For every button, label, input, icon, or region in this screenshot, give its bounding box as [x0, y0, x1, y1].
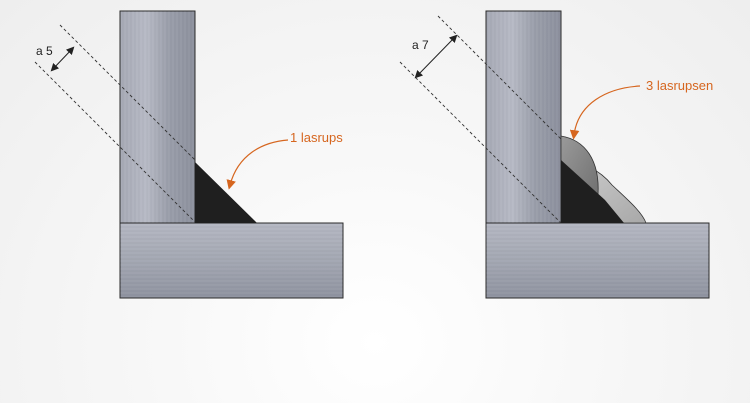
throat-dimension-arrow [50, 46, 75, 72]
throat-dimension-arrow [414, 34, 458, 79]
throat-guide-line [59, 24, 196, 161]
throat-guide-line [399, 61, 562, 224]
throat-guide-line [437, 15, 562, 140]
throat-label: a 5 [36, 44, 53, 58]
callout-label: 1 lasrups [290, 130, 343, 145]
diagram-a7: a 7 3 lasrupsen [399, 10, 713, 299]
weld-bead [195, 162, 257, 223]
throat-label: a 7 [412, 38, 429, 52]
diagram-a5: a 5 1 lasrups [34, 10, 344, 299]
throat-guide-line [34, 61, 196, 223]
callout-arrow [226, 139, 289, 190]
weld-bead-root [561, 160, 624, 223]
callout-arrow [569, 85, 641, 140]
callout-label: 3 lasrupsen [646, 78, 713, 93]
